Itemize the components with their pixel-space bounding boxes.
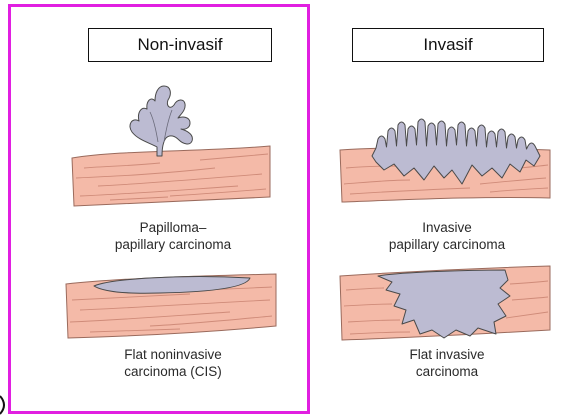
- papilloma-caption: Papilloma– papillary carcinoma: [73, 219, 273, 253]
- flat-invasive-caption: Flat invasive carcinoma: [347, 346, 547, 380]
- caption-line: Flat invasive: [347, 346, 547, 363]
- caption-line: carcinoma: [347, 363, 547, 380]
- invasive-papillary-illustration: [340, 119, 550, 202]
- caption-line: papillary carcinoma: [347, 236, 547, 253]
- non-invasive-header-label: Non-invasif: [137, 35, 222, 55]
- flat-noninvasive-caption: Flat noninvasive carcinoma (CIS): [73, 346, 273, 380]
- papilloma-illustration: [72, 86, 270, 206]
- cropped-glyph-fragment: [0, 396, 4, 414]
- caption-line: papillary carcinoma: [73, 236, 273, 253]
- non-invasive-header-box: Non-invasif: [88, 28, 272, 62]
- caption-line: Flat noninvasive: [73, 346, 273, 363]
- papillary-tumor-growth: [130, 86, 192, 156]
- flat-noninvasive-illustration: [66, 274, 276, 338]
- caption-line: Papilloma–: [73, 219, 273, 236]
- caption-line: carcinoma (CIS): [73, 363, 273, 380]
- caption-line: Invasive: [347, 219, 547, 236]
- invasive-header-label: Invasif: [423, 35, 472, 55]
- flat-invasive-illustration: [340, 266, 550, 340]
- invasive-header-box: Invasif: [352, 28, 544, 62]
- invasive-papillary-caption: Invasive papillary carcinoma: [347, 219, 547, 253]
